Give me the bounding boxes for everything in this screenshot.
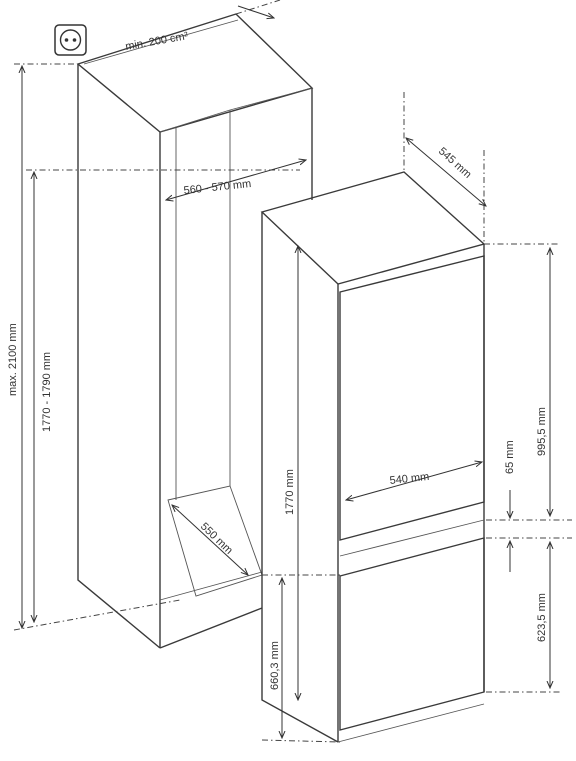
label-min-area: min. 200 cm² xyxy=(124,30,189,53)
fridge-bottom-front xyxy=(337,703,485,743)
fridge-lower-door xyxy=(339,537,485,731)
label-niche-width: 560 - 570 mm xyxy=(183,178,252,197)
refrigerator xyxy=(260,171,486,743)
fridge-top xyxy=(260,171,486,285)
fridge-upper-door xyxy=(339,255,485,541)
fridge-left-side xyxy=(261,212,339,743)
label-base-height: 660,3 mm xyxy=(269,641,281,690)
label-appliance-width: 540 mm xyxy=(389,471,430,487)
cabinet-left-side xyxy=(77,64,161,649)
cabinet-niche xyxy=(76,13,314,649)
cabinet-top xyxy=(76,13,314,133)
dimension-lines xyxy=(13,0,572,743)
power-socket-icon xyxy=(54,24,87,56)
label-niche-depth: 550 mm xyxy=(198,521,235,557)
label-upper-height: 995,5 mm xyxy=(536,407,548,456)
label-appliance-height: 1770 mm xyxy=(284,469,296,515)
label-appliance-depth: 545 mm xyxy=(436,145,474,181)
cabinet-plinth-line xyxy=(159,571,263,601)
label-max-height: max. 2100 mm xyxy=(7,323,19,396)
cabinet-bottom-front xyxy=(159,607,263,649)
label-gap-height: 65 mm xyxy=(504,440,516,474)
vent-slot-front xyxy=(83,19,239,65)
label-lower-height: 623,5 mm xyxy=(536,593,548,642)
label-niche-height: 1770 - 1790 mm xyxy=(41,352,53,432)
fridge-gap-top xyxy=(339,519,485,557)
